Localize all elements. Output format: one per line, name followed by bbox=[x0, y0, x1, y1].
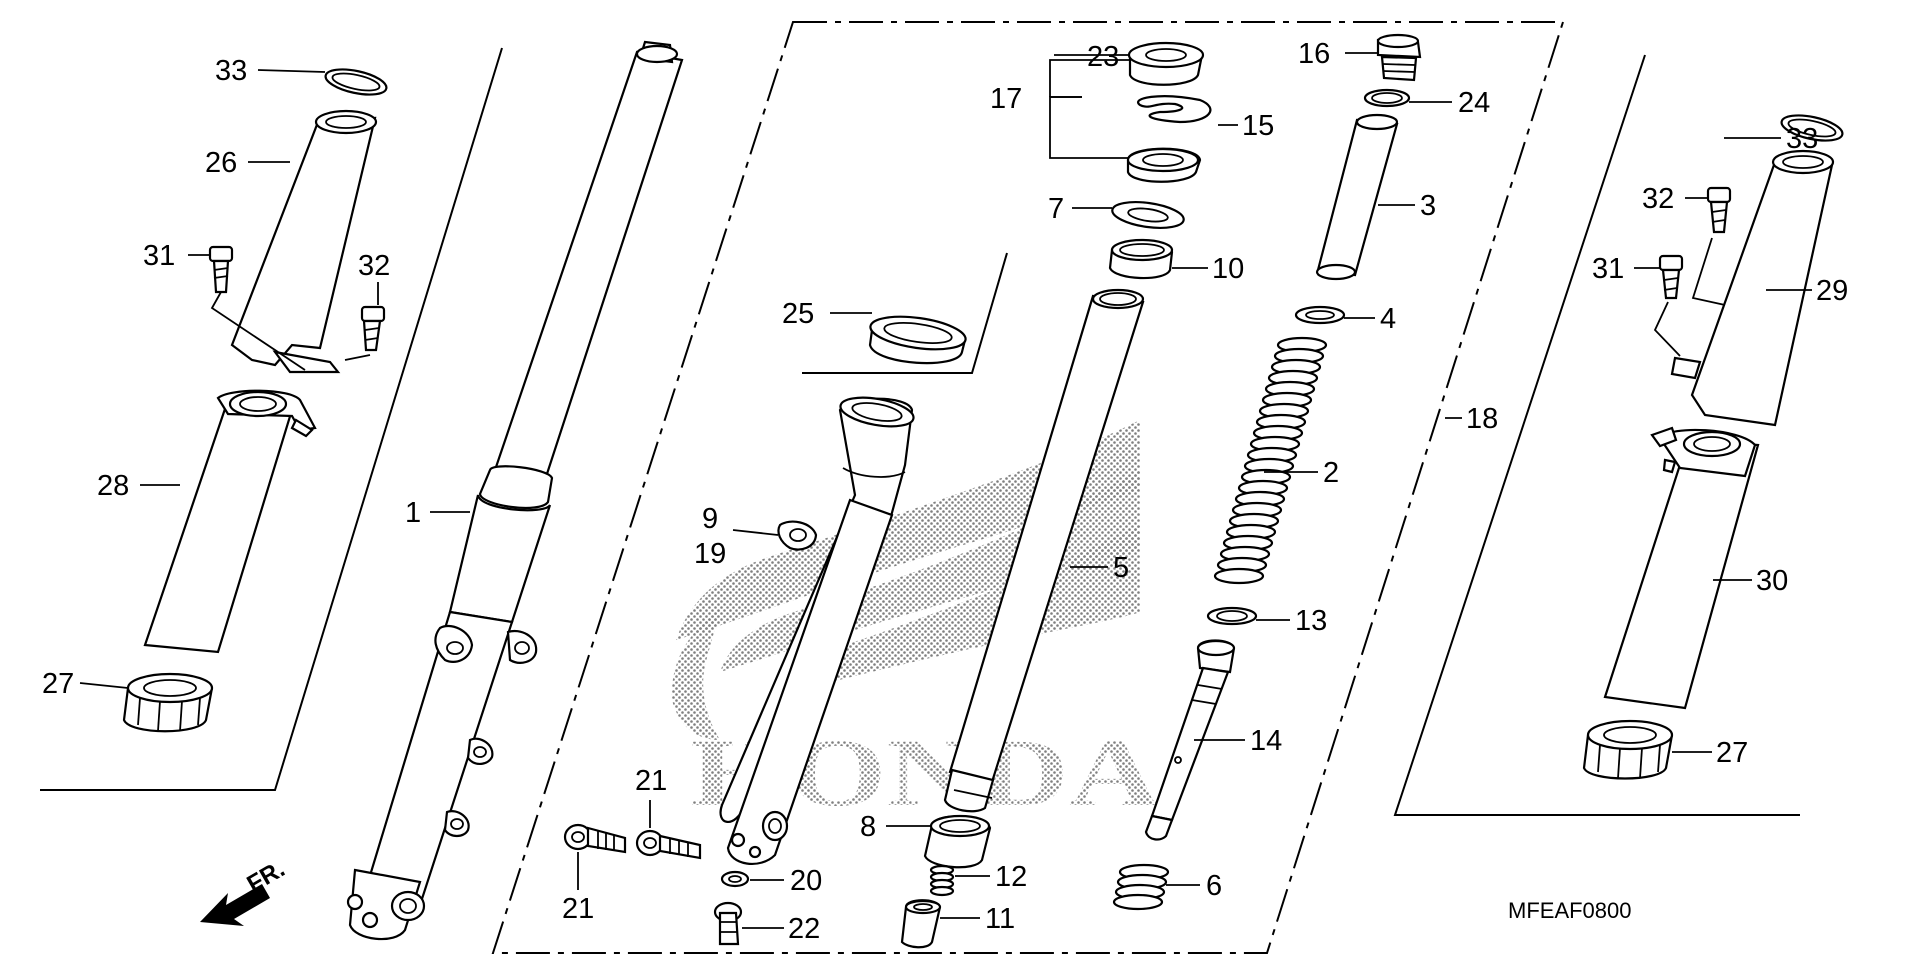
label-4: 4 bbox=[1380, 303, 1396, 335]
o-ring-33-left bbox=[324, 68, 388, 96]
label-6: 6 bbox=[1206, 870, 1222, 902]
label-26: 26 bbox=[205, 147, 237, 179]
label-10: 10 bbox=[1212, 253, 1244, 285]
label-30: 30 bbox=[1756, 565, 1788, 597]
part-number-labels: 33 26 31 32 28 27 1 23 17 15 7 10 25 9 1… bbox=[42, 38, 1848, 945]
bolt-32-right bbox=[1691, 186, 1732, 306]
label-16: 16 bbox=[1298, 38, 1330, 70]
fork-bolt-16 bbox=[1376, 33, 1422, 82]
label-20: 20 bbox=[790, 865, 822, 897]
label-21-lower: 21 bbox=[562, 893, 594, 925]
label-3: 3 bbox=[1420, 190, 1436, 222]
left-group-frame bbox=[40, 47, 503, 791]
label-31-right: 31 bbox=[1592, 253, 1624, 285]
label-17: 17 bbox=[990, 83, 1022, 115]
bolt-21-a bbox=[563, 823, 627, 854]
spacer-3 bbox=[1315, 113, 1399, 281]
bushing-8 bbox=[923, 814, 992, 869]
label-14: 14 bbox=[1250, 725, 1282, 757]
washer-20 bbox=[720, 870, 750, 888]
stop-ring-15 bbox=[1137, 95, 1212, 124]
label-24: 24 bbox=[1458, 87, 1490, 119]
label-21-upper: 21 bbox=[635, 765, 667, 797]
label-8: 8 bbox=[860, 811, 876, 843]
label-13: 13 bbox=[1295, 605, 1327, 637]
label-33-left: 33 bbox=[215, 55, 247, 87]
spring-12 bbox=[929, 864, 955, 897]
fork-pipe-5 bbox=[943, 288, 1145, 813]
label-19: 19 bbox=[694, 538, 726, 570]
label-2: 2 bbox=[1323, 457, 1339, 489]
lower-cover-28 bbox=[143, 389, 317, 654]
boot-ring-27-left bbox=[122, 672, 214, 733]
bolt-31-right bbox=[1653, 254, 1684, 357]
o-ring-33-right bbox=[1780, 114, 1844, 142]
oil-seal-25 bbox=[868, 315, 967, 365]
label-23: 23 bbox=[1087, 41, 1119, 73]
boot-ring-27-right bbox=[1582, 719, 1674, 780]
washer-7 bbox=[1111, 201, 1185, 229]
label-15: 15 bbox=[1242, 110, 1274, 142]
label-27-right: 27 bbox=[1716, 737, 1748, 769]
label-9: 9 bbox=[702, 503, 718, 535]
label-7: 7 bbox=[1048, 193, 1064, 225]
o-ring-24 bbox=[1363, 88, 1411, 108]
label-1: 1 bbox=[405, 497, 421, 529]
label-29: 29 bbox=[1816, 275, 1848, 307]
upper-cover-26 bbox=[230, 109, 378, 374]
label-11: 11 bbox=[985, 903, 1015, 935]
fork-slider-9 bbox=[719, 396, 915, 865]
fork-spring-2 bbox=[1213, 336, 1328, 585]
bolt-22 bbox=[713, 901, 743, 946]
oil-seal-17-lower bbox=[1126, 147, 1202, 183]
lower-cover-30 bbox=[1603, 426, 1760, 710]
fork-piston-14 bbox=[1144, 639, 1236, 841]
fork-assembly-dashed-frame bbox=[491, 21, 1565, 954]
label-5: 5 bbox=[1113, 552, 1129, 584]
bolt-31-left bbox=[208, 245, 306, 371]
oil-lock-piece-11 bbox=[900, 899, 942, 949]
piston-ring-13 bbox=[1206, 606, 1258, 626]
oil-seal-23 bbox=[1127, 41, 1205, 86]
rebound-spring-6 bbox=[1112, 863, 1170, 911]
bolt-32-left bbox=[344, 305, 386, 361]
label-32-left: 32 bbox=[358, 250, 390, 282]
bolt-21-b bbox=[635, 829, 702, 860]
label-18: 18 bbox=[1466, 403, 1498, 435]
label-28: 28 bbox=[97, 470, 129, 502]
seal-set-frame bbox=[802, 252, 1008, 374]
label-32-right: 32 bbox=[1642, 183, 1674, 215]
label-25: 25 bbox=[782, 298, 814, 330]
front-direction-arrow: FR. bbox=[200, 855, 289, 926]
fork-assembly-1 bbox=[346, 40, 684, 941]
label-31-left: 31 bbox=[143, 240, 175, 272]
upper-cover-29 bbox=[1670, 149, 1835, 427]
label-12: 12 bbox=[995, 861, 1027, 893]
label-27-left: 27 bbox=[42, 668, 74, 700]
right-group-frame bbox=[1393, 54, 1800, 816]
bushing-10 bbox=[1108, 238, 1174, 280]
leader-lines bbox=[79, 52, 1812, 929]
washer-4 bbox=[1294, 305, 1346, 325]
diagram-code: MFEAF0800 bbox=[1508, 898, 1632, 923]
label-33-right: 33 bbox=[1786, 123, 1818, 155]
label-22: 22 bbox=[788, 913, 820, 945]
